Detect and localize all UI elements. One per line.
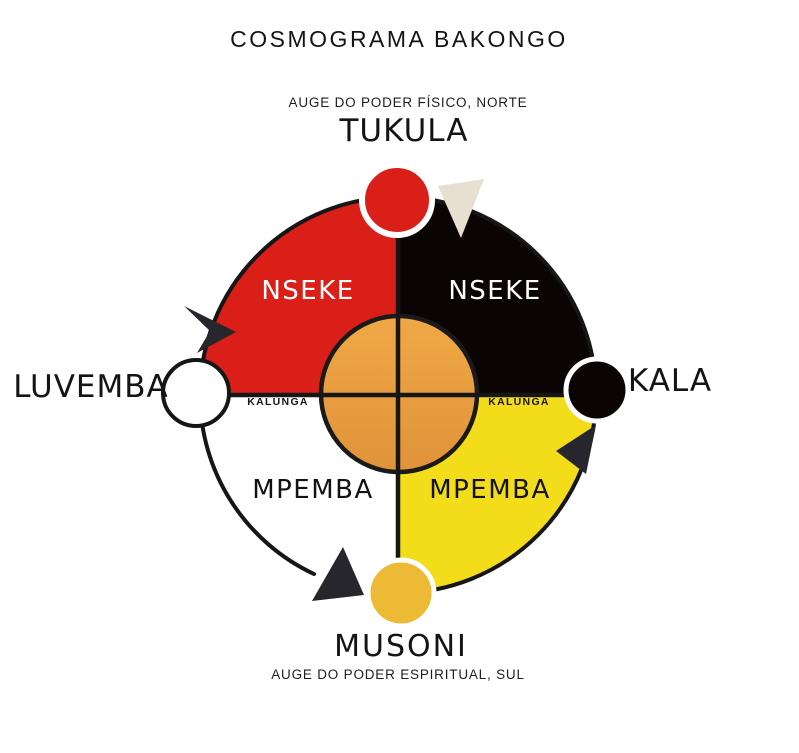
kala-label: KALA — [627, 363, 713, 399]
tukula-label: TUKULA — [339, 113, 469, 149]
direction-arrow-bottom-right-icon — [556, 425, 596, 474]
luvemba-node-circle — [161, 358, 231, 428]
page-title: COSMOGRAMA BAKONGO — [230, 26, 568, 52]
tukula-node-circle — [359, 162, 435, 238]
kala-node-circle — [563, 356, 631, 424]
kalunga-right-label: KALUNGA — [488, 396, 550, 408]
mpemba-right-label: MPEMBA — [429, 475, 551, 505]
kalunga-left-label: KALUNGA — [247, 396, 309, 408]
nseke-left-label: NSEKE — [261, 276, 355, 306]
musoni-label: MUSONI — [334, 629, 468, 664]
south-caption: AUGE DO PODER ESPIRITUAL, SUL — [271, 667, 525, 682]
musoni-node-circle — [365, 557, 437, 629]
direction-arrow-bottom-left-icon — [312, 547, 364, 601]
nseke-right-label: NSEKE — [448, 276, 542, 306]
mpemba-left-label: MPEMBA — [252, 475, 374, 505]
direction-arrow-top-icon — [438, 179, 484, 238]
north-caption: AUGE DO PODER FÍSICO, NORTE — [288, 95, 528, 110]
luvemba-label: LUVEMBA — [13, 369, 169, 405]
direction-arrow-left-icon — [184, 306, 236, 353]
